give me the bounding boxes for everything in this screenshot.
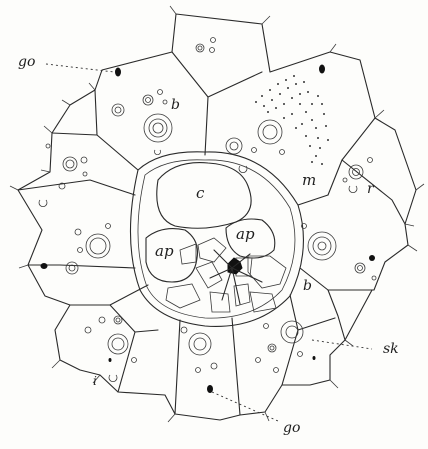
label-go-top: go xyxy=(18,55,35,69)
label-i: i xyxy=(93,375,97,387)
label-b-upper: b xyxy=(171,98,180,112)
central-cell xyxy=(130,152,303,327)
label-sk: sk xyxy=(383,342,399,356)
cell-walls xyxy=(18,52,405,415)
granule-dots xyxy=(255,75,329,165)
label-ap-right: ap xyxy=(236,227,255,242)
outer-outline xyxy=(18,14,416,420)
label-ap-left: ap xyxy=(155,244,174,259)
inner-small-cells xyxy=(166,238,286,312)
label-m: m xyxy=(302,173,316,188)
label-go-bottom: go xyxy=(283,421,300,435)
label-b-lower: b xyxy=(303,279,312,293)
label-r: r xyxy=(367,182,374,196)
label-c: c xyxy=(196,186,204,201)
